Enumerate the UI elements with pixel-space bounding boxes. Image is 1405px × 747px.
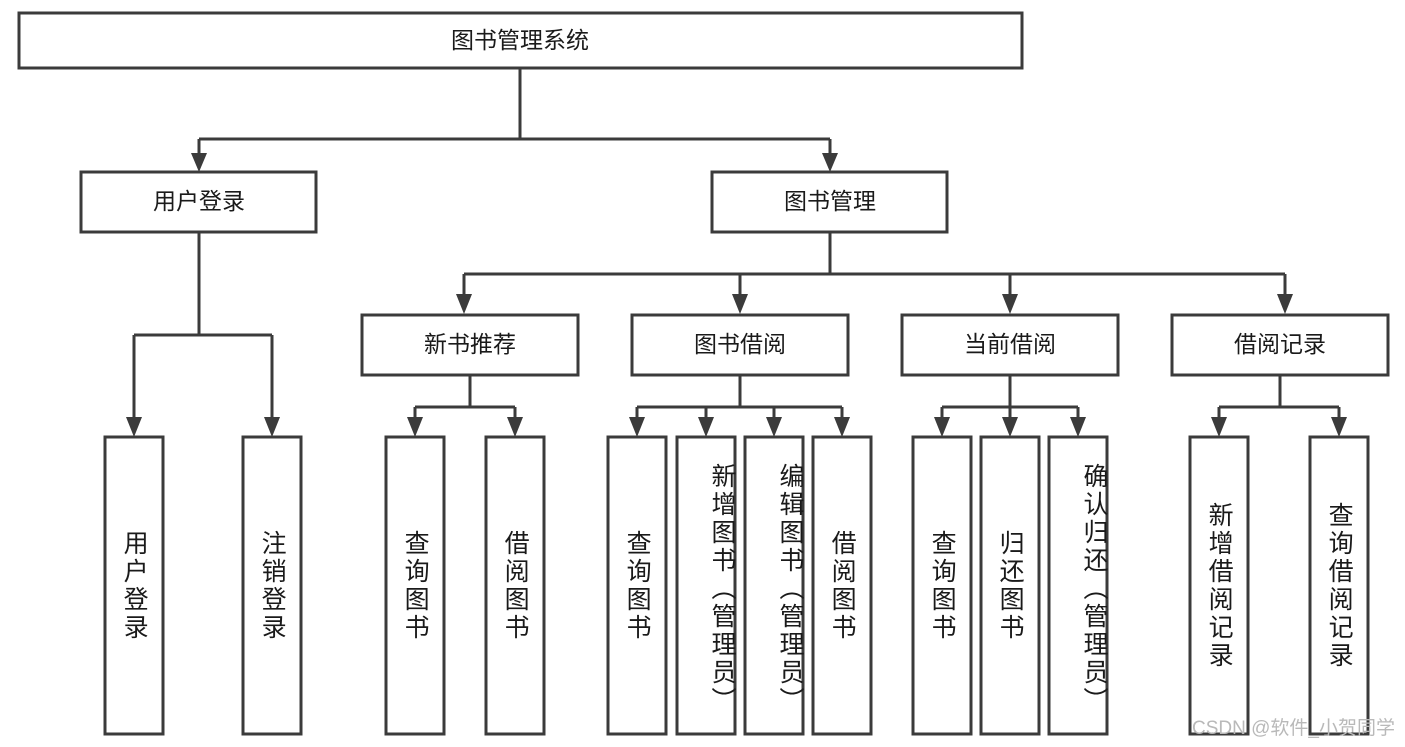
arrowhead-current-borrow xyxy=(1002,294,1018,314)
node-book-borrow[interactable]: 图书借阅 xyxy=(630,313,850,377)
node-new-book-recommend-label: 新书推荐 xyxy=(424,331,516,357)
arrowhead-leaf-edit-book-admin xyxy=(766,417,782,437)
leaf-box-confirm-return-admin[interactable] xyxy=(1047,435,1109,736)
leaf-box-add-borrow-record[interactable] xyxy=(1188,435,1250,736)
node-book-manage[interactable]: 图书管理 xyxy=(710,170,949,234)
leaf-box-user-login[interactable] xyxy=(103,435,165,736)
node-root[interactable]: 图书管理系统 xyxy=(17,11,1024,70)
arrowhead-leaf-return-book xyxy=(1002,417,1018,437)
node-user-login[interactable]: 用户登录 xyxy=(79,170,318,234)
arrowhead-leaf-query-book-2 xyxy=(629,417,645,437)
node-current-borrow-label: 当前借阅 xyxy=(964,331,1056,357)
arrowhead-new-book-recommend xyxy=(456,294,472,314)
arrowhead-bookmanage xyxy=(822,153,838,172)
node-borrow-record-label: 借阅记录 xyxy=(1234,331,1326,357)
leaf-box-return-book[interactable] xyxy=(979,435,1041,736)
node-current-borrow[interactable]: 当前借阅 xyxy=(900,313,1120,377)
connector-layer xyxy=(126,68,1347,437)
leaf-box-add-book-admin[interactable] xyxy=(675,435,737,736)
node-root-label: 图书管理系统 xyxy=(451,27,589,53)
arrowhead-leaf-borrow-book-2 xyxy=(834,417,850,437)
arrowhead-book-borrow xyxy=(732,294,748,314)
arrowhead-leaf-query-borrow-record xyxy=(1331,417,1347,437)
node-book-manage-box[interactable] xyxy=(710,170,949,234)
csdn-watermark: CSDN @软件_小贺同学 xyxy=(1192,718,1395,739)
node-borrow-record-box[interactable] xyxy=(1170,313,1390,377)
arrowhead-leaf-confirm-return-admin xyxy=(1070,417,1086,437)
arrowhead-leaf-user-login xyxy=(126,417,142,437)
node-user-login-label: 用户登录 xyxy=(153,188,245,214)
leaf-box-query-borrow-record[interactable] xyxy=(1308,435,1370,736)
arrowhead-leaf-add-book-admin xyxy=(698,417,714,437)
leaf-box-edit-book-admin[interactable] xyxy=(743,435,805,736)
leaf-box-borrow-book-2[interactable] xyxy=(811,435,873,736)
leaf-box-logout-login[interactable] xyxy=(241,435,303,736)
arrowhead-leaf-query-book-1 xyxy=(407,417,423,437)
arrowhead-leaf-query-book-3 xyxy=(934,417,950,437)
node-new-book-recommend-box[interactable] xyxy=(360,313,580,377)
arrowhead-borrow-record xyxy=(1277,294,1293,314)
leaf-box-layer xyxy=(103,435,1370,736)
node-book-borrow-label: 图书借阅 xyxy=(694,331,786,357)
node-user-login-box[interactable] xyxy=(79,170,318,234)
leaf-box-borrow-book-1[interactable] xyxy=(484,435,546,736)
node-root-box[interactable] xyxy=(17,11,1024,70)
node-borrow-record[interactable]: 借阅记录 xyxy=(1170,313,1390,377)
node-book-borrow-box[interactable] xyxy=(630,313,850,377)
arrowhead-leaf-add-borrow-record xyxy=(1211,417,1227,437)
arrowhead-leaf-logout-login xyxy=(264,417,280,437)
node-book-manage-label: 图书管理 xyxy=(784,188,876,214)
arrowhead-userlogin xyxy=(191,153,207,172)
leaf-box-query-book-2[interactable] xyxy=(606,435,668,736)
arrowhead-leaf-borrow-book-1 xyxy=(507,417,523,437)
leaf-box-query-book-3[interactable] xyxy=(911,435,973,736)
node-current-borrow-box[interactable] xyxy=(900,313,1120,377)
node-new-book-recommend[interactable]: 新书推荐 xyxy=(360,313,580,377)
leaf-box-query-book-1[interactable] xyxy=(384,435,446,736)
